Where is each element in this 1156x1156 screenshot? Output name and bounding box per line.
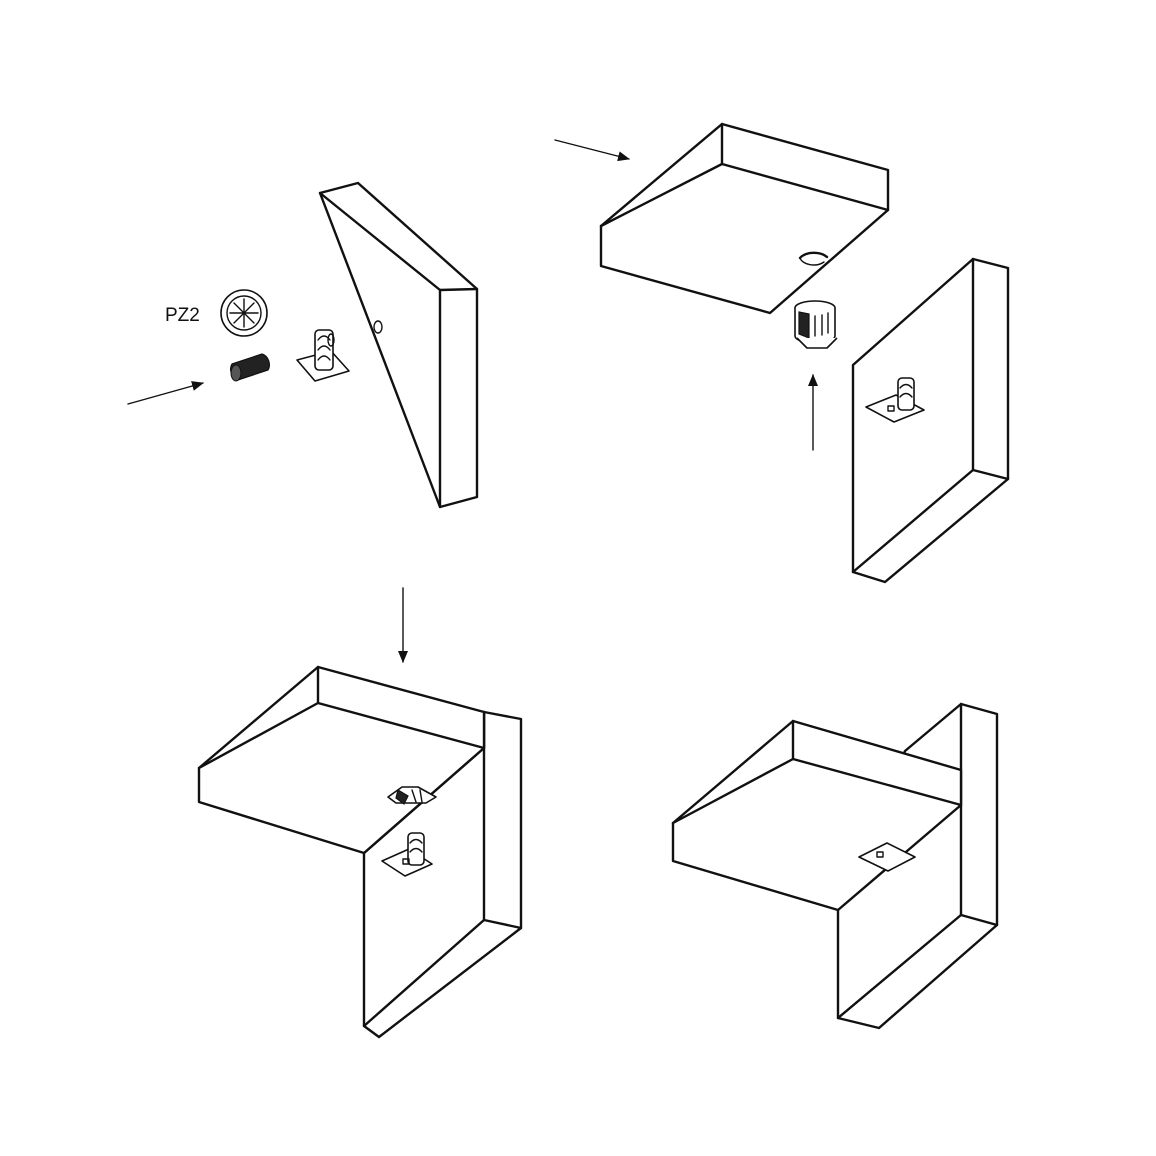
- step-1: PZ2: [127, 181, 479, 509]
- tool-label: PZ2: [165, 305, 200, 326]
- arrow-icon: [554, 139, 630, 162]
- cam-lock-icon: [794, 300, 838, 349]
- cam-lock-icon: [387, 786, 437, 805]
- step-4: [671, 702, 999, 1030]
- step-3: [197, 587, 523, 1039]
- screw-icon: [230, 353, 270, 382]
- connector-plate-icon: [858, 842, 916, 872]
- shelf-panel: [197, 665, 486, 855]
- drill-hole: [373, 320, 383, 334]
- upright-panel: [318, 181, 479, 509]
- connector-plate-icon: [381, 832, 433, 877]
- step-2: [554, 122, 1010, 584]
- connector-plate-icon: [296, 329, 350, 382]
- pozidriv-screwdriver-icon: [220, 289, 268, 337]
- arrow-icon: [127, 381, 204, 405]
- side-panel: [851, 257, 1010, 584]
- shelf-panel: [599, 122, 890, 315]
- connector-plate-icon: [865, 377, 925, 423]
